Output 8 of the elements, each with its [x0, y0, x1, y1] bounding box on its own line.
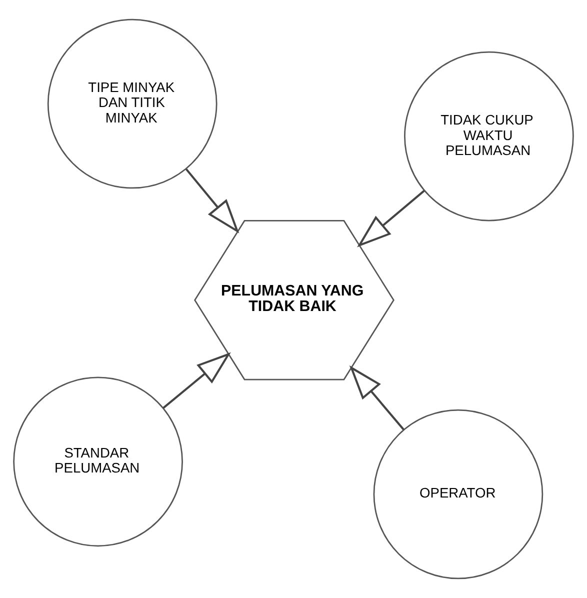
- arrow: [349, 365, 404, 430]
- arrow: [162, 352, 231, 409]
- node-circle: STANDAR PELUMASAN: [13, 376, 183, 547]
- arrow: [357, 190, 425, 248]
- node-circle: OPERATOR: [373, 409, 544, 580]
- arrow: [185, 168, 240, 234]
- node-circle: TIPE MINYAK DAN TITIK MINYAK: [47, 18, 218, 189]
- node-circle: TIDAK CUKUP WAKTU PELUMASAN: [404, 51, 574, 222]
